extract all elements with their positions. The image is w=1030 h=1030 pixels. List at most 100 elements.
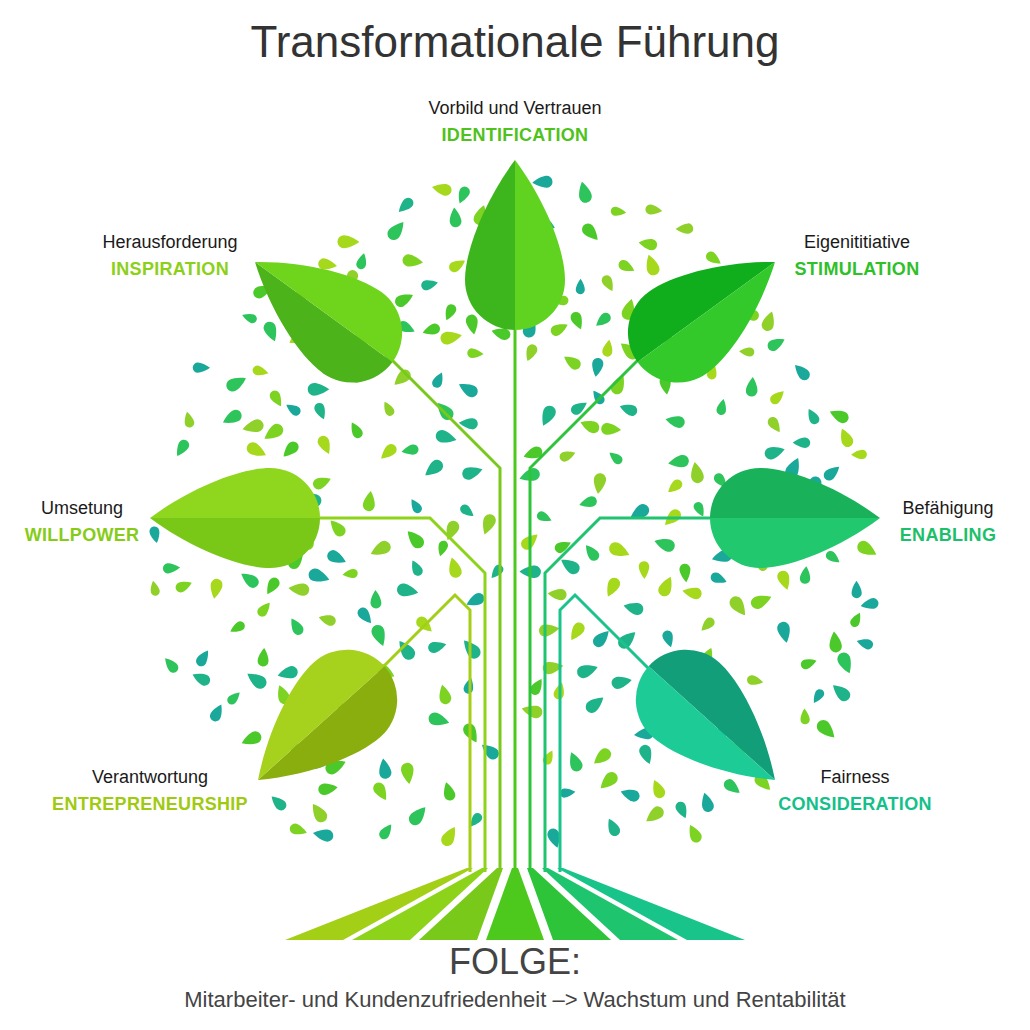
label-german: Umsetung [25,495,140,522]
small-leaf [447,256,468,274]
small-leaf [674,800,691,820]
label-english: ENTREPRENEURSHIP [52,791,248,817]
small-leaf [370,623,390,648]
small-leaf [520,702,543,719]
label-german: Fairness [778,764,932,791]
small-leaf [225,689,242,706]
small-leaf [799,566,811,585]
big-leaf [710,468,880,568]
small-leaf [716,398,729,416]
result-text: Mitarbeiter- und Kundenzufriedenheit –> … [0,985,1030,1015]
small-leaf [406,803,430,828]
small-leaf [182,411,195,429]
small-leaf [576,279,586,295]
small-leaf [173,438,192,459]
leaf-half [255,222,422,362]
small-leaf [828,406,851,425]
small-leaf [268,792,289,812]
small-leaf [559,787,575,798]
small-leaf [547,588,567,601]
small-leaf [355,252,368,270]
small-leaf [601,423,622,436]
small-leaf [768,388,787,407]
small-leaf [370,590,382,609]
label-english: INSPIRATION [102,256,237,282]
small-leaf [583,693,607,716]
small-leaf [793,437,811,448]
small-leaf [590,746,613,768]
leaf-half [150,468,320,518]
small-leaf [580,221,602,244]
label-german: Herausforderung [102,229,237,256]
small-leaf [313,401,329,421]
big-leaf [226,222,422,403]
small-leaf [268,389,286,409]
small-leaf [549,320,570,338]
small-leaf [739,347,755,357]
small-leaf [643,253,661,277]
small-leaf [800,708,810,724]
small-leaf [308,801,330,825]
small-leaf [590,357,604,377]
label-english: IDENTIFICATION [428,122,601,148]
small-leaf [244,669,269,692]
label-german: Vorbild und Vertrauen [428,95,601,122]
small-leaf [722,777,744,797]
leaf-label: UmsetungWILLPOWER [25,495,140,548]
small-leaf [627,502,652,524]
small-leaf [667,454,690,470]
small-leaf [465,314,480,336]
root-ray [557,868,745,940]
small-leaf [643,804,667,826]
small-leaf [602,339,615,357]
small-leaf [220,408,244,428]
small-leaf [566,750,585,773]
small-leaf [441,781,457,802]
big-leaf [608,222,804,403]
small-leaf [851,450,867,460]
leaf-half [225,629,385,780]
small-leaf [698,616,717,635]
small-leaf [656,574,676,598]
small-leaf [403,527,426,551]
small-leaf [535,510,553,525]
small-leaf [420,278,439,292]
small-leaf [241,311,258,325]
small-leaf [421,322,441,338]
small-leaf [821,463,842,483]
small-leaf [377,822,395,842]
small-leaf [679,563,692,583]
small-leaf [307,567,332,586]
roots [285,868,745,940]
small-leaf [578,417,601,435]
small-leaf [439,824,460,848]
small-leaf [446,556,463,579]
small-leaf [849,611,864,629]
small-leaf [431,181,453,197]
small-leaf [617,258,637,275]
small-leaf [326,517,348,539]
small-leaf [619,786,641,803]
big-leaf [465,160,565,330]
small-leaf [427,711,451,729]
small-leaf [622,600,645,617]
small-leaf [478,740,501,762]
small-leaf [688,461,704,484]
small-leaf [582,542,602,563]
small-leaf [603,576,623,599]
leaf-half [710,518,880,568]
small-leaf [317,781,338,795]
small-leaf [436,683,452,705]
small-leaf [532,175,553,188]
small-leaf [194,648,212,668]
small-leaf [190,669,212,687]
small-leaf [776,569,793,592]
small-leaf [593,311,613,330]
small-leaf [596,769,620,792]
leaf-label: BefähigungENABLING [900,495,996,548]
small-leaf [855,636,874,650]
small-leaf [149,580,161,597]
small-leaf [607,540,632,561]
leaf-half [710,468,880,518]
